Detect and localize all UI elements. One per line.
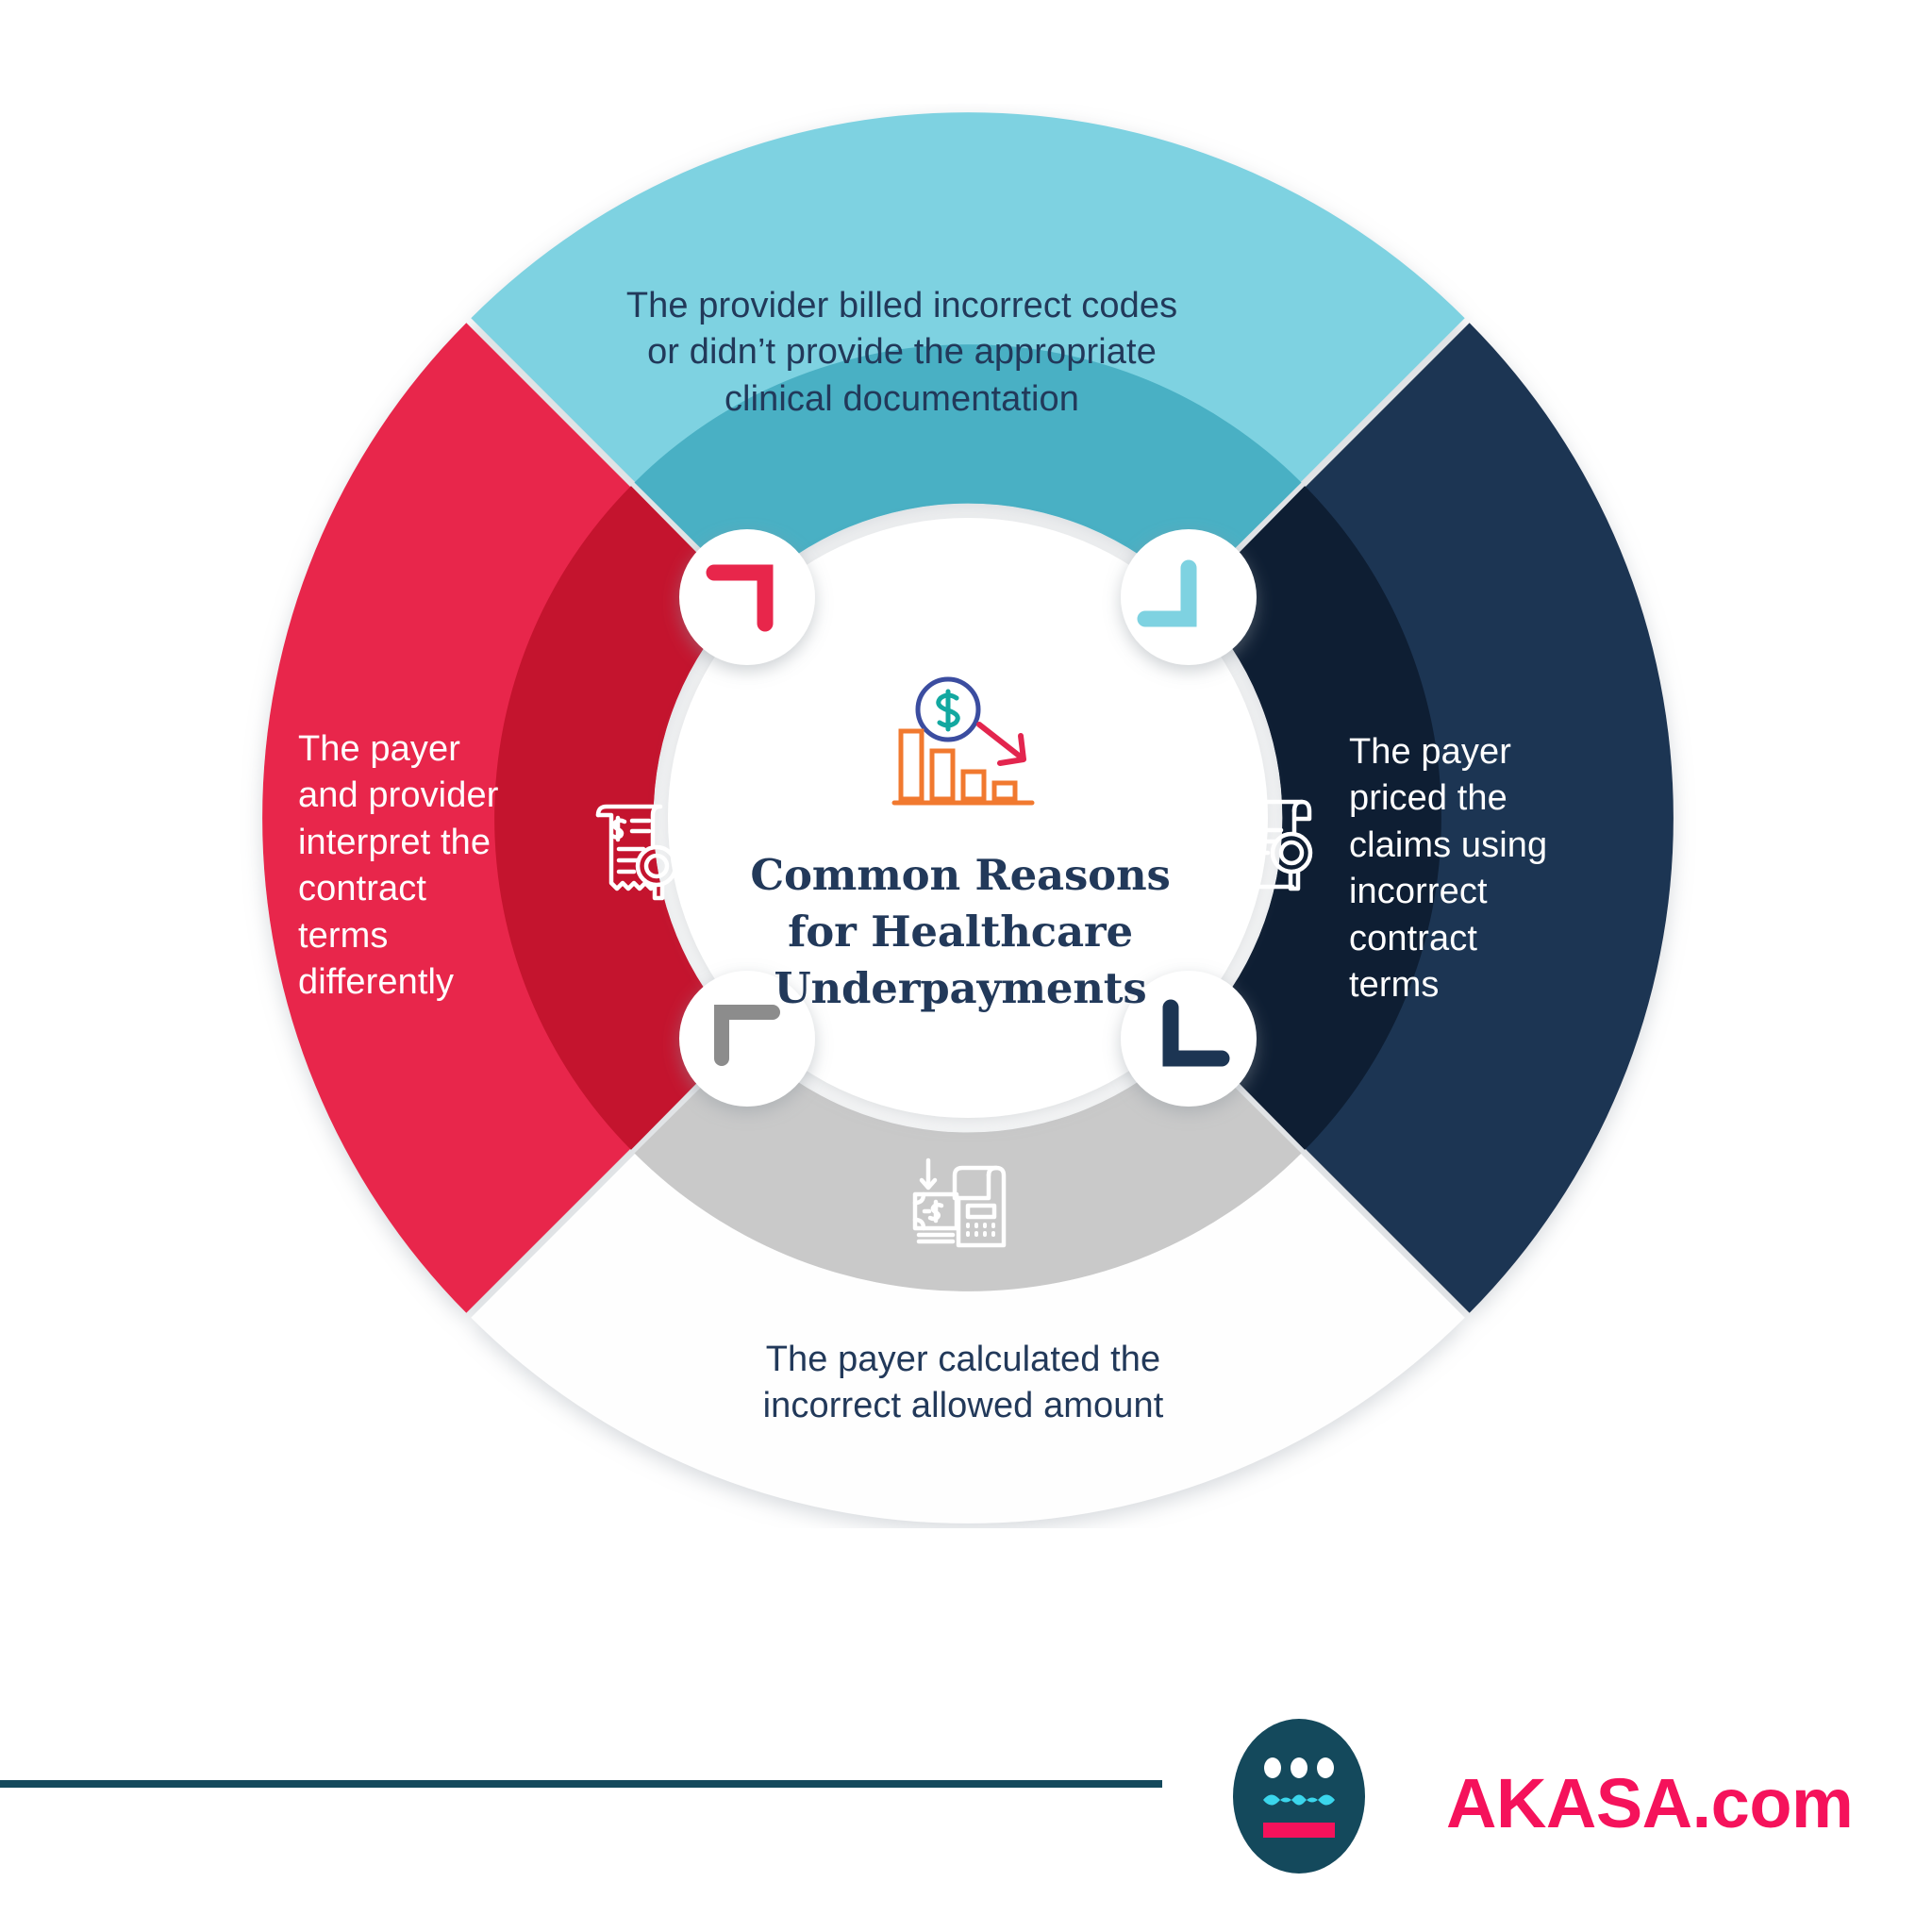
center-disc	[668, 518, 1268, 1118]
corner-bracket-icon	[1162, 999, 1230, 1067]
badge-bottom-left[interactable]	[679, 971, 815, 1107]
segment-left-label: The payer and provider interpret the con…	[298, 729, 499, 1002]
page-title: Common Reasons for Healthcare Underpayme…	[750, 850, 1171, 1013]
segment-top-inner	[634, 344, 1302, 595]
corner-bracket-icon	[714, 1005, 780, 1066]
segment-right-label: The payer priced the claims using incorr…	[1349, 732, 1548, 1005]
segment-right-inner	[1192, 486, 1441, 1150]
footer-divider	[0, 1780, 1162, 1788]
calculator-money-down-arrow-icon	[908, 1151, 1011, 1255]
badge-bottom-right[interactable]	[1121, 971, 1257, 1107]
corner-bracket-icon	[1137, 559, 1197, 627]
brand-wordmark[interactable]: AKASA.com	[1446, 1764, 1854, 1842]
corner-bracket-icon	[706, 564, 774, 632]
receipt-magnifier-dollar-icon	[591, 800, 694, 904]
badge-top-right[interactable]	[1121, 529, 1257, 665]
segment-bottom-label: The payer calculated the incorrect allow…	[762, 1340, 1164, 1426]
segment-top-label: The provider billed incorrect codes or d…	[625, 286, 1178, 419]
declining-bar-chart-dollar-icon	[889, 672, 1040, 813]
contract-magnifier-dollar-icon	[1223, 794, 1326, 898]
akasa-logo-mark[interactable]	[1229, 1717, 1369, 1875]
checklist-alert-document-icon	[913, 521, 1017, 625]
badge-top-left[interactable]	[679, 529, 815, 665]
